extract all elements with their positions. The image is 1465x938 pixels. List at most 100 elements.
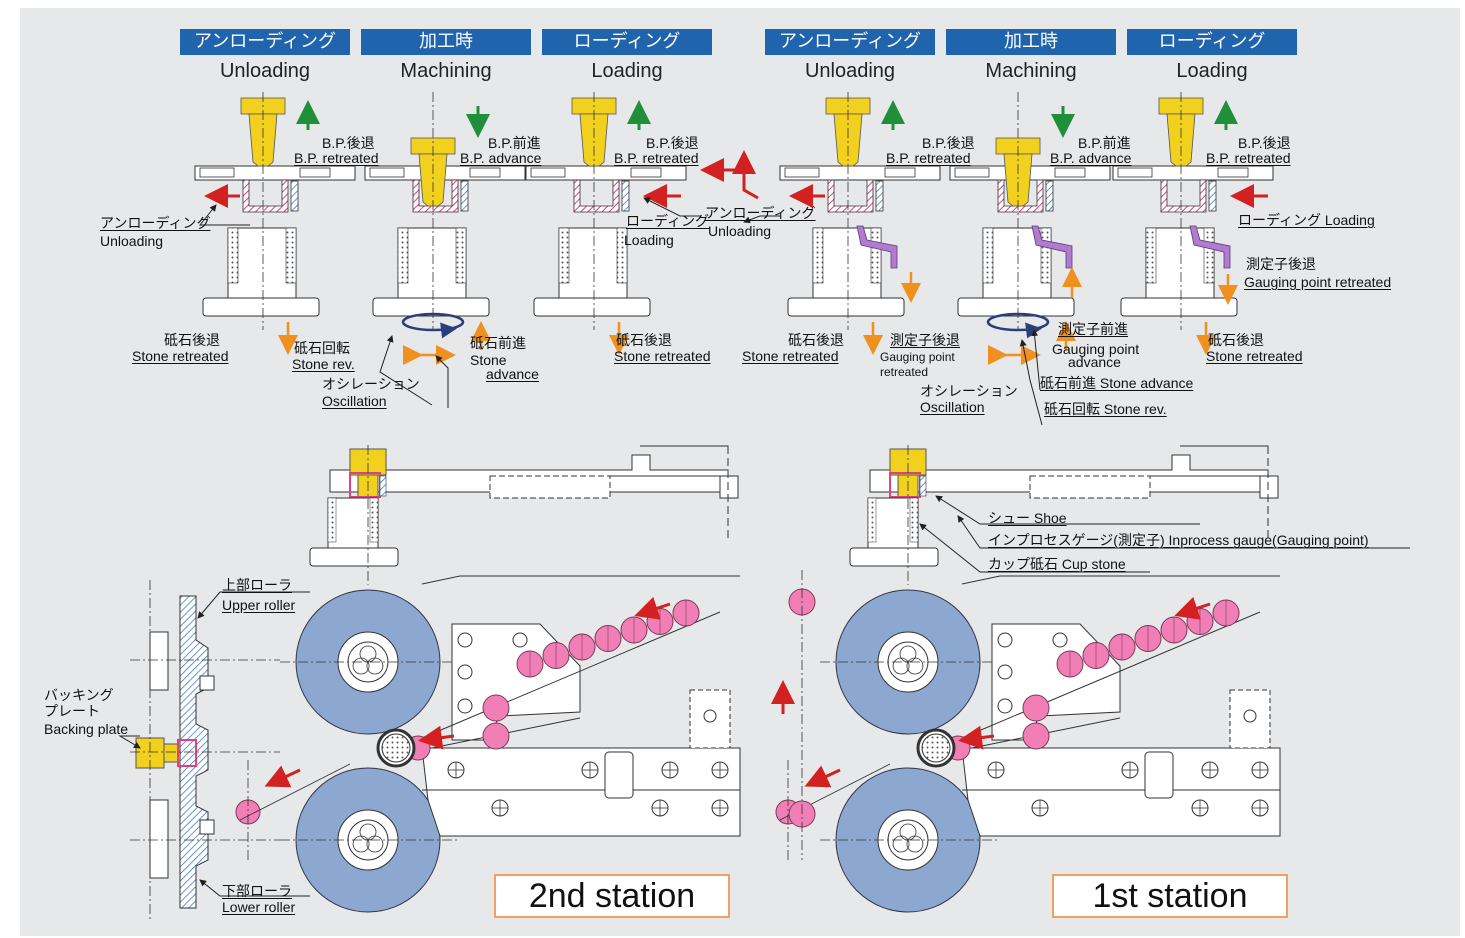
workpiece xyxy=(482,694,510,722)
step-heading-en: Unloading xyxy=(219,60,311,82)
process-panel xyxy=(949,92,1111,365)
unloading-en: Unloading xyxy=(100,233,164,249)
bp-retreated-en: B.P. retreated xyxy=(614,150,699,166)
upper-frame xyxy=(869,454,1269,493)
cup-stone xyxy=(867,497,919,549)
stone-base xyxy=(787,297,905,317)
stone-advance-label: 砥石前進 Stone advance xyxy=(1040,375,1194,391)
work-rest-block xyxy=(961,747,1281,837)
plate-slot xyxy=(199,167,235,178)
plate-slot xyxy=(884,167,916,178)
feed-arrow xyxy=(1174,596,1211,620)
shoe xyxy=(1208,180,1217,212)
station-label-2nd: 2nd station xyxy=(494,874,730,918)
cup-stone-grit xyxy=(558,227,570,284)
bolt-head xyxy=(199,819,215,835)
backing-plate-body xyxy=(248,113,278,167)
stone-rev-label: 砥石回転 Stone rev. xyxy=(1044,401,1167,417)
stone-base xyxy=(533,297,651,317)
leader-line xyxy=(1019,339,1043,426)
step-heading-en: Machining xyxy=(400,60,492,82)
rotation-arrow xyxy=(440,322,457,339)
bp-retreated-jp: B.P.後退 xyxy=(1238,135,1291,151)
backing-plate-jp: バッキング xyxy=(44,687,114,703)
cup-stone-label: カップ砥石 Cup stone xyxy=(988,556,1126,572)
bolt xyxy=(1052,632,1068,648)
bolt xyxy=(703,709,717,723)
leader-line xyxy=(643,197,700,217)
backing-plate-en: Backing plate xyxy=(44,721,129,737)
cup-stone xyxy=(227,227,297,299)
process-panel xyxy=(1112,92,1274,355)
stone-rev-jp: 砥石回転 xyxy=(294,340,350,356)
shoe xyxy=(875,180,884,212)
discharge-arrow xyxy=(264,765,301,788)
leader-line xyxy=(379,335,433,406)
plate-slot xyxy=(784,167,820,178)
lower-roller-lobe xyxy=(906,835,924,853)
shoe xyxy=(290,180,299,212)
lower-roller-en: Lower roller xyxy=(222,899,296,915)
upper-roller-en: Upper roller xyxy=(222,597,296,613)
leader-line xyxy=(118,735,141,749)
leader-line xyxy=(199,879,310,897)
cup-stone-grit xyxy=(455,227,467,284)
plate-slot xyxy=(1117,167,1153,178)
leader-line xyxy=(935,495,1200,525)
bp-retreated-en: B.P. retreated xyxy=(1206,150,1291,166)
gauge-retreated-en: Gauging point xyxy=(880,350,955,364)
oscillation-jp: オシレーション xyxy=(920,383,1018,399)
inprocess-gauge xyxy=(856,225,898,269)
bp-retreated-en: B.P. retreated xyxy=(886,150,971,166)
backing-plate-body xyxy=(833,113,863,167)
cup-stone-holder xyxy=(827,179,874,213)
step-tag-jp: ローディング xyxy=(542,29,712,55)
discharge-path xyxy=(239,763,351,821)
plate-slot xyxy=(1054,167,1086,178)
cup-stone-holder xyxy=(997,179,1044,213)
stone-advance-jp: 砥石前進 xyxy=(470,335,526,351)
grinding-station xyxy=(775,445,1281,913)
step-heading-en: Unloading xyxy=(804,60,896,82)
upper-roller-lobe xyxy=(906,657,924,675)
gauge-retreated-jp: 測定子後退 xyxy=(1246,256,1316,272)
gauge-retreated-en: Gauging point retreated xyxy=(1244,274,1392,290)
oscillation-jp: オシレーション xyxy=(322,376,420,392)
step-heading-en: Loading xyxy=(591,60,663,82)
unloading-jp: アンローディング xyxy=(100,215,211,231)
leader-line xyxy=(435,355,449,408)
cup-stone-grit xyxy=(870,227,882,284)
lower-roller-lobe xyxy=(366,835,384,853)
stone-retreated-jp: 砥石後退 xyxy=(788,332,844,348)
shoe xyxy=(379,475,387,497)
plate-slot xyxy=(530,167,566,178)
workpiece xyxy=(482,722,510,750)
chute-clamp xyxy=(1144,751,1174,799)
stone-retreated-en: Stone retreated xyxy=(1206,348,1303,364)
loading-jp: ローディング xyxy=(626,213,710,229)
bolt-head xyxy=(199,675,215,691)
cup-stone-holder xyxy=(242,179,289,213)
unloading-jp: アンローディング xyxy=(705,205,816,221)
workpiece xyxy=(1022,694,1050,722)
backing-plate-jp: プレート xyxy=(44,703,100,719)
bp-retreated-jp: B.P.後退 xyxy=(922,135,975,151)
transfer-arrow xyxy=(732,150,759,200)
inprocess-gauge-label: インプロセスゲージ(測定子) Inprocess gauge(Gauging p… xyxy=(988,532,1369,548)
upper-roller-lobe xyxy=(892,657,910,675)
stone-retreated-jp: 砥石後退 xyxy=(164,332,220,348)
feed-chute-rail xyxy=(421,611,721,739)
plate-slot xyxy=(630,167,662,178)
leader-line xyxy=(919,523,1150,573)
plate-slot xyxy=(954,167,990,178)
cup-stone-grit xyxy=(1145,227,1157,284)
bolt xyxy=(512,632,528,648)
stone-base xyxy=(202,297,320,317)
stone-rotation xyxy=(401,312,465,332)
stone-base xyxy=(309,547,399,567)
bp-retreated-jp: B.P.後退 xyxy=(646,135,699,151)
step-heading-en: Loading xyxy=(1176,60,1248,82)
cup-stone-grit xyxy=(327,497,337,543)
process-panel xyxy=(525,92,687,355)
